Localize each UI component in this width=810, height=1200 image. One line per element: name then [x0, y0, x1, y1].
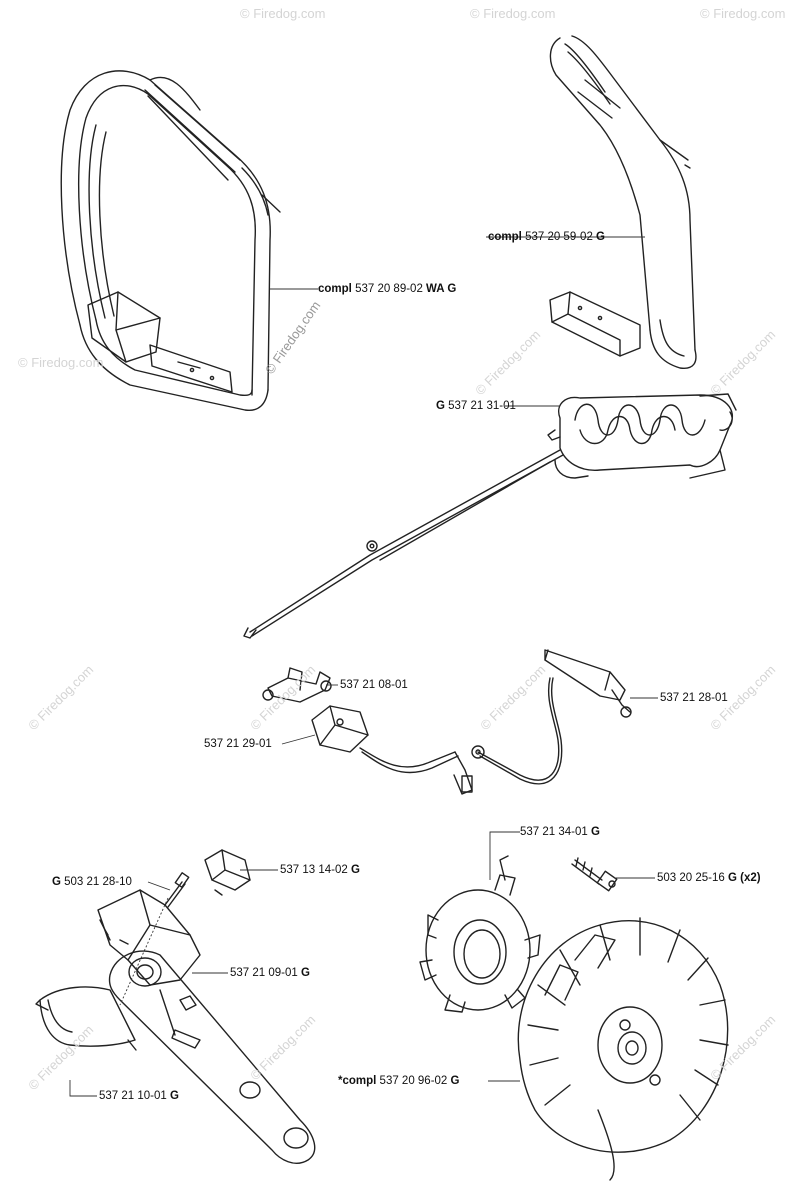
part-label: compl 537 20 59-02 G [488, 231, 605, 243]
heater-switch [311, 705, 473, 795]
part-label: *compl 537 20 96-02 G [338, 1075, 460, 1087]
flywheel-assembly [419, 855, 729, 1181]
part-label: 537 21 29-01 [204, 738, 272, 750]
part-label: compl 537 20 89-02 WA G [318, 283, 457, 295]
part-label: 537 21 34-01 G [520, 826, 600, 838]
part-label: 537 21 28-01 [660, 692, 728, 704]
grip-heater [243, 393, 737, 639]
part-label: 537 13 14-02 G [280, 864, 360, 876]
part-label: 537 21 09-01 G [230, 967, 310, 979]
part-label: G 537 21 31-01 [436, 400, 516, 412]
switch-bracket [262, 667, 332, 703]
part-label: G 503 21 28-10 [52, 876, 132, 888]
watermark: © Firedog.com [700, 6, 786, 21]
heater-cable [471, 649, 632, 785]
watermark: © Firedog.com [18, 355, 104, 370]
part-label: 537 21 10-01 G [99, 1090, 179, 1102]
leader-lines [69, 236, 658, 1097]
rear-handle-assembly [35, 849, 316, 1164]
watermark: © Firedog.com [240, 6, 326, 21]
front-handle-large [60, 70, 281, 412]
part-label: 503 20 25-16 G (x2) [657, 872, 761, 884]
part-label: 537 21 08-01 [340, 679, 408, 691]
watermark: © Firedog.com [470, 6, 556, 21]
front-handle-small [549, 35, 697, 369]
